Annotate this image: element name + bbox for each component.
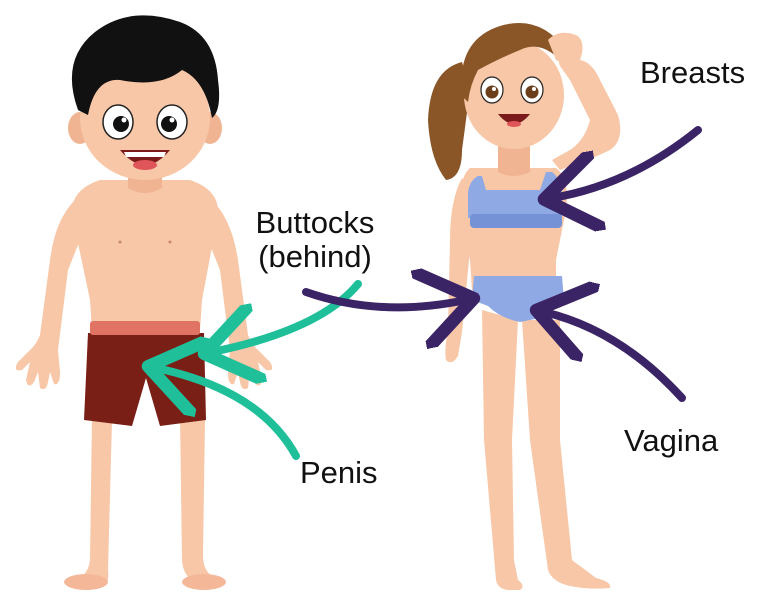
label-penis: Penis — [300, 456, 378, 490]
label-buttocks-line1: Buttocks — [244, 206, 386, 240]
girl-figure — [428, 23, 620, 590]
boy-legs — [64, 415, 226, 590]
girl-legs — [482, 310, 610, 590]
label-vagina: Vagina — [624, 424, 718, 458]
boy-figure — [16, 15, 273, 590]
label-buttocks-line2: (behind) — [244, 240, 386, 274]
label-buttocks: Buttocks (behind) — [244, 206, 386, 274]
boy-waistband — [90, 321, 200, 335]
label-breasts: Breasts — [640, 56, 745, 90]
boy-torso — [72, 180, 218, 330]
vagina-arrow — [544, 312, 682, 398]
